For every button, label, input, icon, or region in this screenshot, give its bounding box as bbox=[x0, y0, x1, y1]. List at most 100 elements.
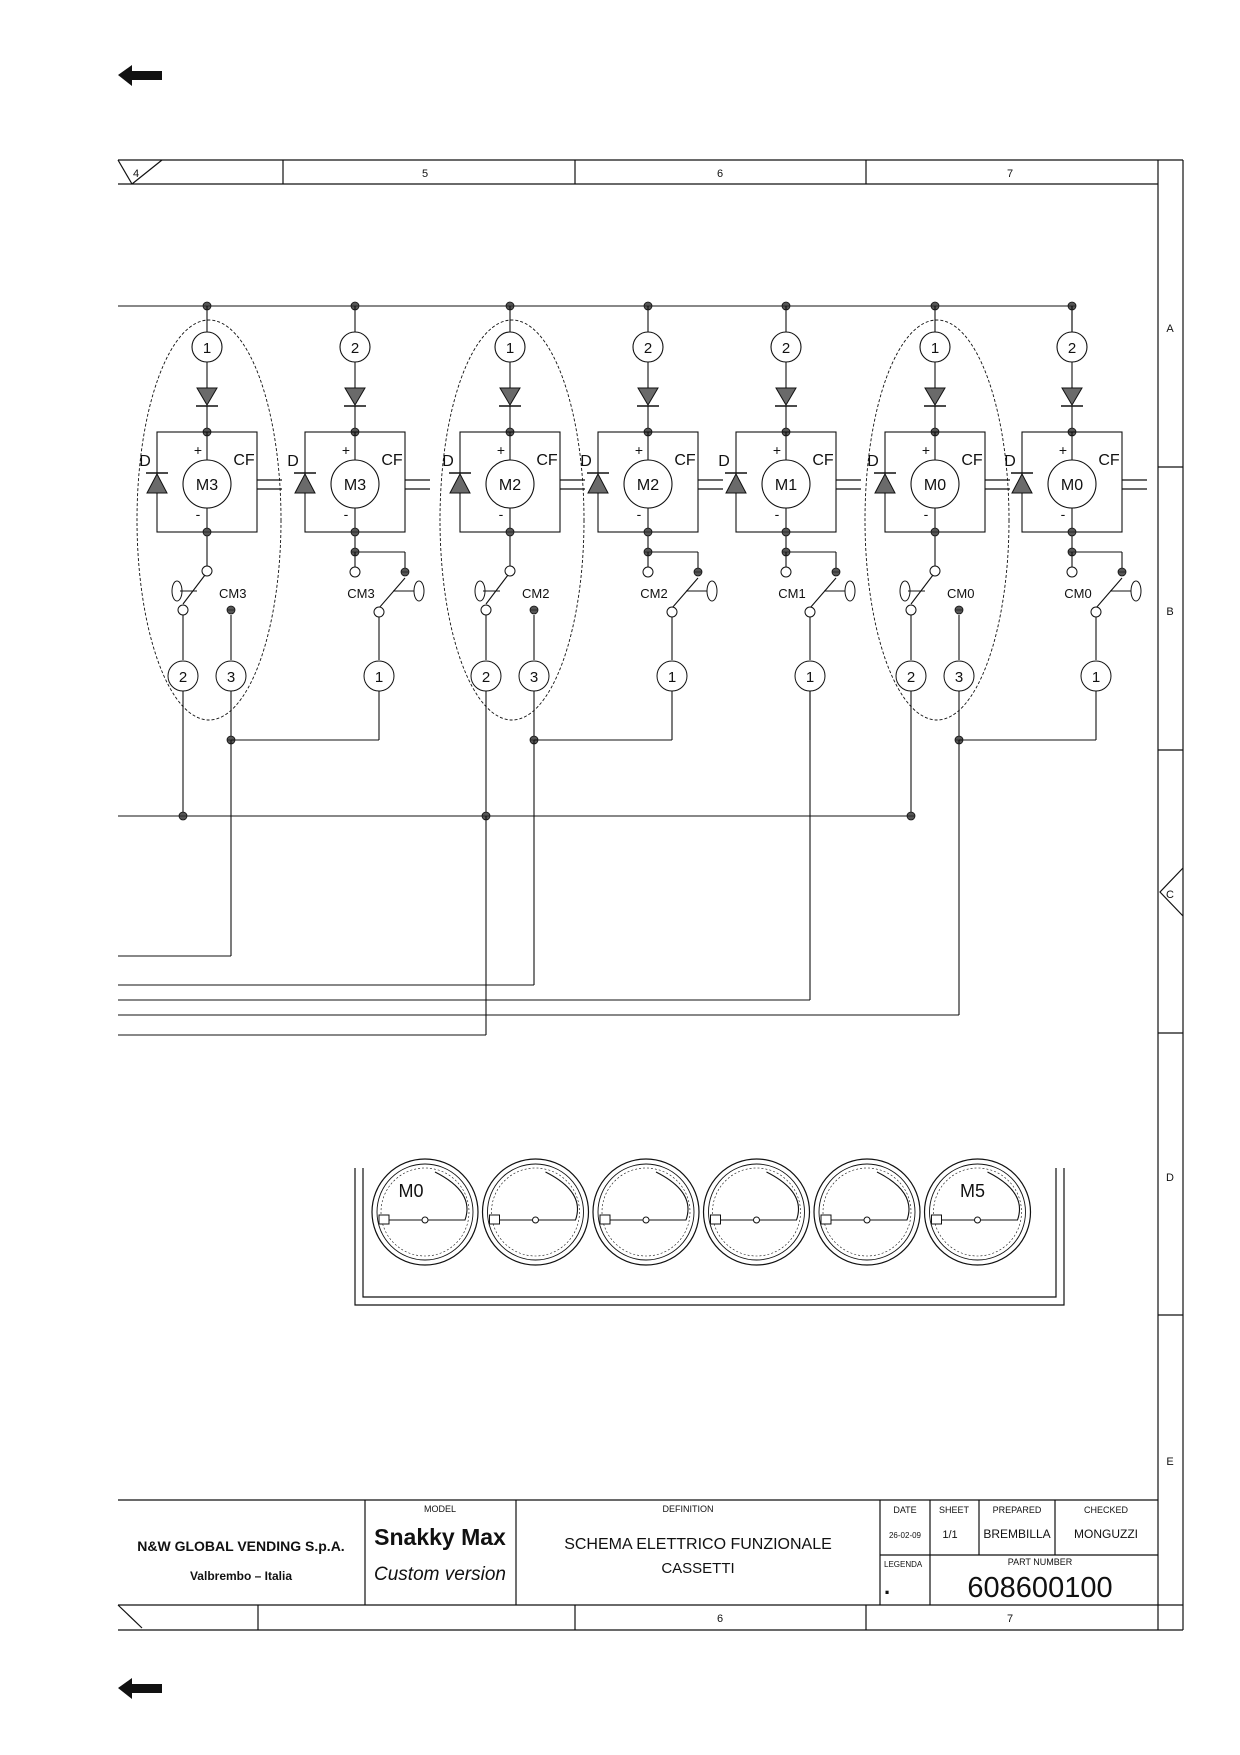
model-name: Snakky Max bbox=[374, 1524, 506, 1550]
output-label: 3 bbox=[955, 669, 963, 686]
tray-outline bbox=[354, 1168, 1065, 1306]
spiral-4 bbox=[702, 1158, 811, 1266]
model-header: MODEL bbox=[424, 1504, 456, 1514]
spiral-ring-dashed bbox=[712, 1167, 801, 1257]
switch-actuator bbox=[706, 580, 718, 602]
switch-label: CM2 bbox=[522, 586, 549, 601]
back-arrow-bottom-icon[interactable] bbox=[118, 1678, 162, 1699]
output-label: 2 bbox=[482, 669, 490, 686]
spiral-ring bbox=[818, 1163, 916, 1261]
flyback-diode-icon bbox=[587, 472, 609, 494]
spiral-axis bbox=[642, 1216, 650, 1224]
switch-contact bbox=[373, 606, 385, 618]
motor-label: M1 bbox=[775, 477, 797, 494]
switch-contact bbox=[1066, 566, 1078, 578]
part-number-value: 608600100 bbox=[967, 1572, 1112, 1604]
group-ellipse bbox=[864, 319, 1010, 721]
capacitor-label: CF bbox=[381, 452, 403, 469]
diode-label: D bbox=[139, 453, 151, 470]
ruler-right-row-e: E bbox=[1166, 1456, 1173, 1468]
switch-contact bbox=[201, 565, 213, 577]
spiral-1 bbox=[371, 1158, 479, 1266]
diode-label: D bbox=[1004, 453, 1016, 470]
connector-label: 1 bbox=[506, 340, 514, 357]
ruler-top-col-6: 6 bbox=[717, 168, 723, 180]
switch-contact-dot bbox=[954, 605, 964, 615]
motor-label: M0 bbox=[1061, 477, 1083, 494]
ruler-right-row-a: A bbox=[1166, 323, 1174, 335]
diode-label: D bbox=[287, 453, 299, 470]
output-label: 2 bbox=[907, 669, 915, 686]
spiral-outer bbox=[592, 1158, 700, 1266]
spiral-ring-dashed bbox=[822, 1167, 912, 1257]
spiral-axis bbox=[532, 1216, 539, 1224]
series-diode-icon bbox=[1061, 387, 1083, 406]
switch-contact bbox=[177, 604, 189, 616]
spiral-arm bbox=[827, 1171, 910, 1221]
plus-sign: + bbox=[922, 442, 930, 458]
switch-contact bbox=[504, 565, 516, 577]
capacitor-label: CF bbox=[961, 452, 983, 469]
spiral-arm bbox=[716, 1171, 800, 1221]
drawing-frame bbox=[117, 159, 1184, 1631]
plus-sign: + bbox=[635, 442, 643, 458]
junction-dot bbox=[505, 527, 515, 537]
switch-label: CM3 bbox=[219, 586, 246, 601]
spiral-ring bbox=[929, 1163, 1026, 1261]
switch-lever bbox=[1095, 577, 1123, 609]
spiral-3 bbox=[592, 1158, 700, 1266]
switch-label: CM1 bbox=[778, 586, 805, 601]
series-diode-icon bbox=[637, 387, 659, 406]
diode-label: D bbox=[867, 453, 879, 470]
plus-sign: + bbox=[1059, 442, 1067, 458]
spiral-hook bbox=[378, 1214, 390, 1225]
minus-sign: - bbox=[924, 506, 929, 522]
junction-dot bbox=[906, 811, 916, 821]
switch-contact-dot bbox=[400, 567, 410, 577]
back-arrow-top-icon[interactable] bbox=[118, 65, 162, 86]
title-block-text: N&W GLOBAL VENDING S.p.A. Valbrembo – It… bbox=[137, 1504, 1138, 1604]
minus-sign: - bbox=[775, 506, 780, 522]
minus-sign: - bbox=[499, 506, 504, 522]
minus-sign: - bbox=[344, 506, 349, 522]
motor-label: M3 bbox=[344, 477, 366, 494]
diode-label: D bbox=[580, 453, 592, 470]
switch-lever bbox=[809, 577, 837, 609]
checked-header: CHECKED bbox=[1084, 1505, 1129, 1515]
motor-label: M3 bbox=[196, 477, 218, 494]
spiral-ring-dashed bbox=[601, 1167, 691, 1257]
switch-contact bbox=[780, 566, 792, 578]
flyback-diode-icon bbox=[146, 472, 168, 494]
spiral-hook bbox=[931, 1214, 942, 1225]
minus-sign: - bbox=[637, 506, 642, 522]
junction-dot bbox=[643, 527, 653, 537]
flyback-diode-icon bbox=[1011, 472, 1033, 494]
switch-contact bbox=[1090, 606, 1102, 618]
connector-label: 2 bbox=[351, 340, 359, 357]
spiral-axis bbox=[863, 1216, 871, 1224]
switch-actuator bbox=[1130, 580, 1142, 602]
definition-header: DEFINITION bbox=[663, 1504, 714, 1514]
model-version: Custom version bbox=[374, 1564, 506, 1585]
prepared-value: BREMBILLA bbox=[983, 1527, 1050, 1541]
ruler-top-col-4: 4 bbox=[133, 168, 139, 180]
spiral-arm bbox=[606, 1171, 689, 1221]
output-label: 3 bbox=[227, 669, 235, 686]
ruler-top-col-7: 7 bbox=[1007, 168, 1013, 180]
diode-label: D bbox=[442, 453, 454, 470]
connector-label: 2 bbox=[782, 340, 790, 357]
plus-sign: + bbox=[194, 442, 202, 458]
legend-header: LEGENDA bbox=[884, 1560, 923, 1569]
output-label: 2 bbox=[179, 669, 187, 686]
series-diode-icon bbox=[775, 387, 797, 406]
spiral-outer bbox=[371, 1158, 479, 1266]
company-location: Valbrembo – Italia bbox=[190, 1569, 292, 1583]
switch-contact-dot bbox=[693, 567, 703, 577]
switch-label: CM2 bbox=[640, 586, 667, 601]
connector-label: 1 bbox=[931, 340, 939, 357]
flyback-diode-icon bbox=[874, 472, 896, 494]
